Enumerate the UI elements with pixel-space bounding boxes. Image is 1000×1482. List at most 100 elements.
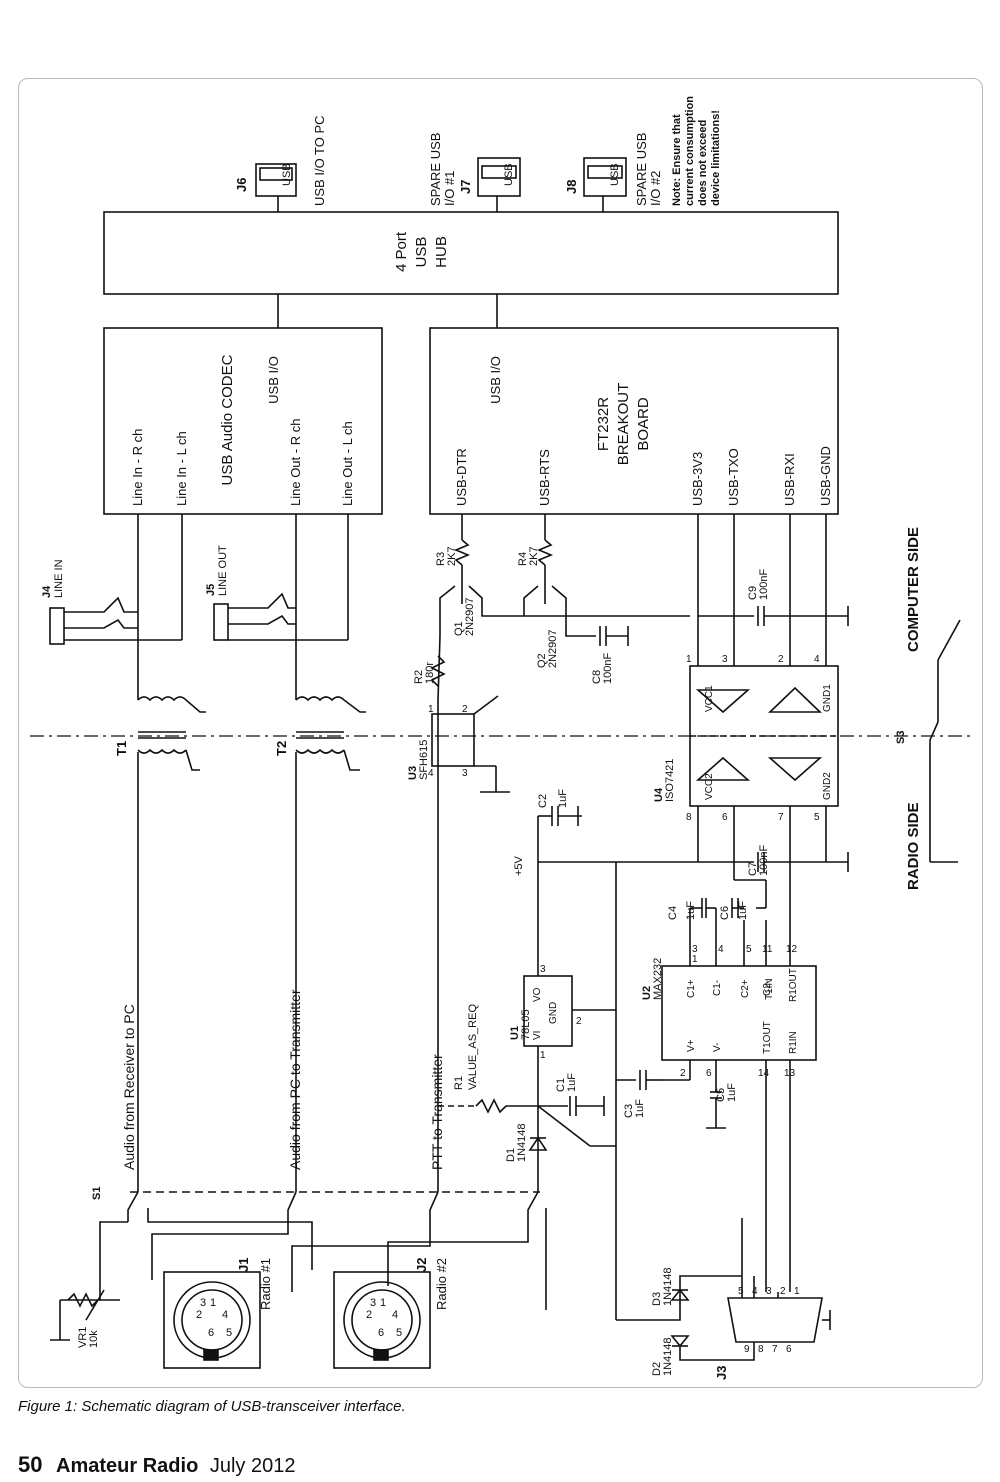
u4-ref: U4: [653, 787, 665, 802]
c1-value: 1uF: [566, 1073, 578, 1092]
u3-part: SFH615: [418, 740, 430, 780]
codec-usb-io: USB I/O: [266, 356, 281, 404]
u4-num-3: 3: [722, 654, 728, 665]
figure-frame: [18, 78, 983, 1388]
c2-value: 1uF: [557, 789, 569, 808]
u2-part: MAX232: [652, 958, 664, 1000]
ft-title-line3: BOARD: [635, 397, 652, 451]
j2-pin-1: 1: [380, 1297, 386, 1309]
u2-pin-c2m: C2-: [762, 980, 773, 996]
u4-num-6: 6: [722, 812, 728, 823]
jack-j5: [213, 603, 229, 641]
j6-usb-label: USB: [281, 163, 293, 186]
u4-num-5: 5: [814, 812, 820, 823]
u3-pin-4: 4: [428, 768, 434, 779]
u2-num-11: 11: [762, 944, 773, 955]
j2-pin-2: 2: [366, 1309, 372, 1321]
u2-pin-vplus: V+: [686, 1039, 697, 1052]
j3-pin-2: 2: [780, 1286, 786, 1297]
radio1-label: Radio #1: [258, 1258, 273, 1310]
ft-pin-rts: USB-RTS: [537, 449, 552, 506]
c4-value: 1uF: [685, 901, 697, 920]
u4-num-7: 7: [778, 812, 784, 823]
j7-usb-label: USB: [503, 163, 515, 186]
d2-ref: D2: [651, 1362, 663, 1376]
r4-ref: R4: [517, 552, 529, 566]
u2-pin-t1in-visible: T1IN: [764, 978, 775, 1000]
j1-pin-4: 4: [222, 1309, 228, 1321]
j3-pin-4: 4: [752, 1286, 758, 1297]
rs232-driver-u2: [661, 965, 817, 1061]
issue-date: July 2012: [209, 1455, 296, 1477]
codec-title: USB Audio CODEC: [219, 354, 236, 485]
u2-num-14: 14: [758, 1068, 770, 1079]
j1-pin-3: 3: [200, 1297, 206, 1309]
q2-ref: Q2: [536, 653, 548, 668]
u2-num-1: 1: [692, 954, 698, 965]
j3-ref: J3: [714, 1366, 729, 1380]
din-connector-j1: [163, 1271, 261, 1369]
usb-connector-j7: [477, 157, 521, 212]
c7-ref: C7: [747, 862, 759, 876]
j1-pin-2: 2: [196, 1309, 202, 1321]
j5-ref: J5: [205, 584, 217, 596]
j6-desc: USB I/O TO PC: [312, 115, 327, 206]
c8-ref: C8: [591, 670, 603, 684]
t1-ref: T1: [114, 741, 129, 756]
ft-title-line2: BREAKOUT: [615, 383, 632, 466]
usb-connector-j8: [583, 157, 627, 212]
j2-pin-6: 6: [378, 1327, 384, 1339]
d2-part: 1N4148: [662, 1337, 674, 1376]
j1-pin-5: 5: [226, 1327, 232, 1339]
c6-ref: C6: [719, 906, 731, 920]
u4-num-2: 2: [778, 654, 784, 665]
u2-num-5: 5: [746, 944, 752, 955]
s1-ref: S1: [91, 1187, 103, 1200]
c2-ref: C2: [537, 794, 549, 808]
u2-pin-c1m: C1-: [712, 980, 723, 996]
j3-pin-1: 1: [794, 1286, 800, 1297]
ft-title-line1: FT232R: [595, 397, 612, 451]
vr1-ref: VR1: [77, 1327, 89, 1348]
radio-side-label: RADIO SIDE: [905, 802, 922, 890]
j7-desc-line2: I/O #1: [442, 171, 457, 206]
r3-ref: R3: [435, 552, 447, 566]
j4-label: LINE IN: [53, 559, 65, 598]
ft-pin-gnd: USB-GND: [818, 446, 833, 506]
j2-pin-5: 5: [396, 1327, 402, 1339]
j3-pin-9: 9: [744, 1344, 750, 1355]
j1-pin-1: 1: [210, 1297, 216, 1309]
u1-num-3: 3: [540, 964, 546, 975]
usb-connector-j6: [255, 163, 297, 212]
note-line1: Note: Ensure that: [671, 114, 683, 206]
j2-pin-4: 4: [392, 1309, 398, 1321]
transformer-t2: [295, 696, 366, 771]
page-footer: 50 Amateur Radio July 2012: [18, 1452, 295, 1478]
r2-value: 180r: [424, 662, 436, 684]
j5-label: LINE OUT: [217, 545, 229, 596]
c7-value: 100nF: [758, 845, 770, 876]
usb-audio-codec-block: [103, 327, 383, 515]
u3-pin-2: 2: [462, 704, 468, 715]
u4-pin-gnd1: GND1: [822, 684, 833, 712]
j8-desc-line1: SPARE USB: [634, 133, 649, 206]
u1-pin-vo: VO: [532, 987, 543, 1002]
j8-usb-label: USB: [609, 163, 621, 186]
t2-ref: T2: [274, 741, 289, 756]
c9-value: 100nF: [758, 569, 770, 600]
c9-ref: C9: [747, 586, 759, 600]
r1-value: VALUE_AS_REQ: [467, 1004, 479, 1090]
u2-pin-vminus: V-: [712, 1043, 723, 1052]
usb-hub-block: [103, 211, 839, 295]
j3-pin-6: 6: [786, 1344, 792, 1355]
u2-pin-r1out: R1OUT: [788, 968, 799, 1002]
u4-num-8: 8: [686, 812, 692, 823]
j3-pin-3: 3: [766, 1286, 772, 1297]
ft-pin-rxi: USB-RXI: [782, 453, 797, 506]
j7-desc-line1: SPARE USB: [428, 133, 443, 206]
d1-part: 1N4148: [516, 1123, 528, 1162]
ft232r-breakout-block: [429, 327, 839, 515]
note-line3: does not exceed: [697, 120, 709, 206]
u2-num-3: 3: [692, 944, 698, 955]
j2-ref: J2: [414, 1258, 429, 1272]
